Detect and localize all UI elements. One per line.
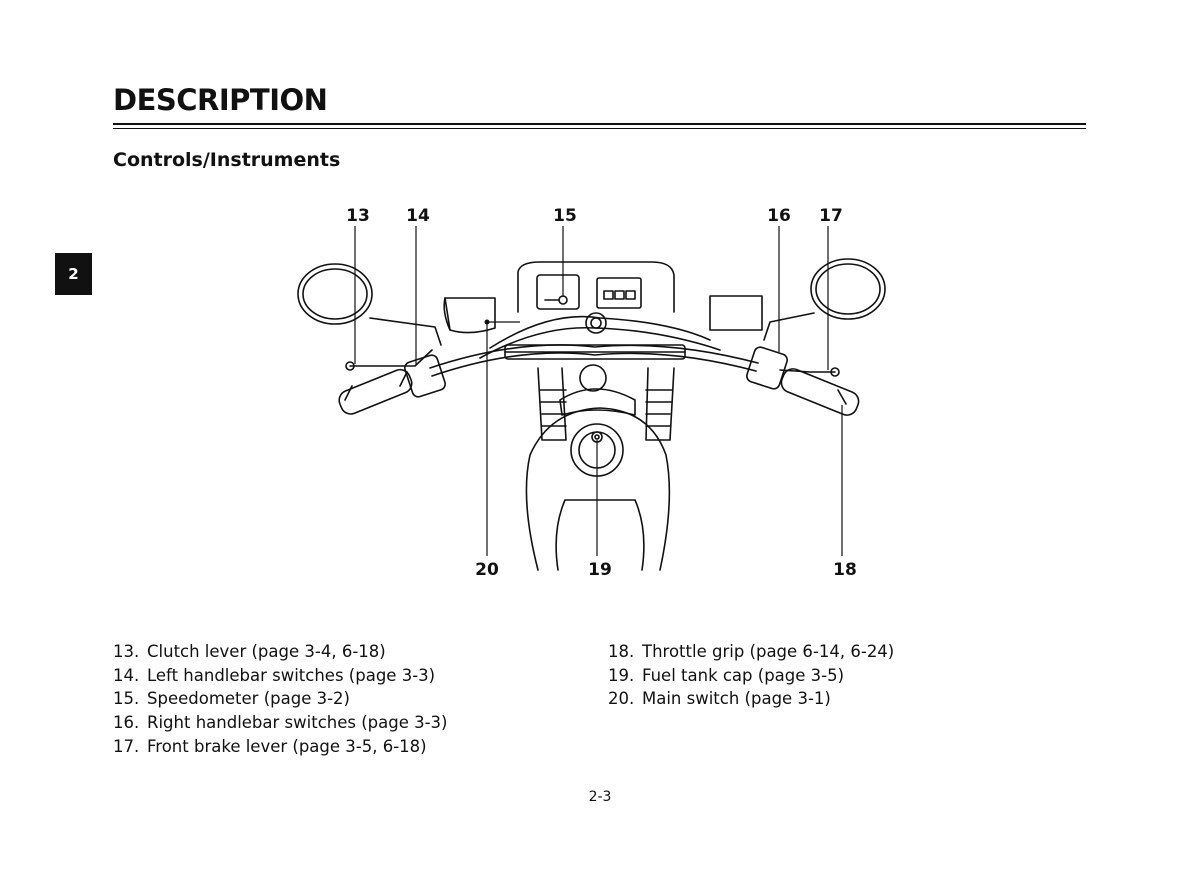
title-rule-thick [113,123,1086,125]
callout-18: 18 [833,560,857,580]
handlebar-drawing: 13 14 15 16 17 20 19 18 [297,206,886,580]
callout-14: 14 [406,206,430,226]
callout-19: 19 [588,560,612,580]
page-title: DESCRIPTION [113,83,328,117]
legend-item: 15.Speedometer (page 3-2) [113,689,350,709]
legend-right-column: 18.Throttle grip (page 6-14, 6-24) 19.Fu… [608,640,894,711]
handlebar-tube [429,344,759,369]
handlebar-illustration: 13 14 15 16 17 20 19 18 [290,200,890,590]
fuel-tank [525,407,671,571]
callout-20: 20 [475,560,499,580]
title-rule-thin [113,128,1086,129]
speedometer-housing [517,261,675,313]
left-mirror [297,263,442,346]
callout-15: 15 [553,206,577,226]
legend-item: 18.Throttle grip (page 6-14, 6-24) [608,642,895,661]
section-subtitle: Controls/Instruments [113,149,341,171]
legend-item: 19.Fuel tank cap (page 3-5) [608,665,845,685]
chapter-tab: 2 [55,253,92,295]
callout-17: 17 [819,206,843,226]
page-number: 2-3 [588,789,612,805]
legend-left-column: 13.Clutch lever (page 3-4, 6-18) 14.Left… [113,640,448,759]
callout-13: 13 [346,206,370,226]
legend-item: 17.Front brake lever (page 3-5, 6-18) [113,736,427,756]
callout-16: 16 [767,206,791,226]
legend-item: 14.Left handlebar switches (page 3-3) [113,665,436,685]
legend-item: 20.Main switch (page 3-1) [608,689,831,709]
right-mirror [763,258,886,341]
legend-item: 16.Right handlebar switches (page 3-3) [113,713,448,733]
legend-item: 13.Clutch lever (page 3-4, 6-18) [113,642,386,661]
